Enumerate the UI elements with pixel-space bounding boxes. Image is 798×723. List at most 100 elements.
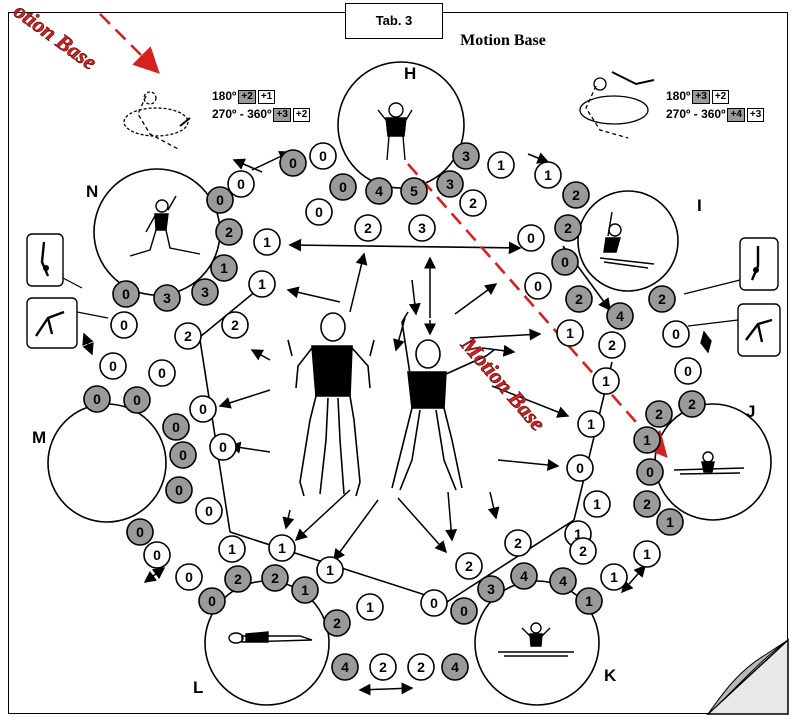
value-circle: 4: [510, 562, 538, 590]
value-circle-label: 4: [451, 659, 459, 675]
letter-n: N: [86, 182, 99, 201]
letter-k: K: [604, 666, 617, 685]
value-circle-shape: [436, 170, 464, 198]
value-circle-shape: [210, 254, 238, 282]
value-circle-label: 5: [410, 183, 418, 199]
value-circle-shape: [224, 565, 252, 593]
value-circle-shape: [450, 597, 478, 625]
value-circle-label: 1: [326, 562, 334, 578]
value-circle-shape: [575, 587, 603, 615]
value-circle-label: 1: [220, 260, 228, 276]
value-circle-label: 2: [514, 535, 522, 551]
value-circle-label: 1: [366, 599, 374, 615]
value-circle: 2: [598, 331, 626, 359]
value-circle: 0: [143, 541, 171, 569]
value-circle-label: 2: [225, 224, 233, 240]
value-circle-label: 0: [646, 464, 654, 480]
value-circle: 0: [674, 357, 702, 385]
value-circle-shape: [329, 173, 357, 201]
value-circle: 4: [549, 567, 577, 595]
value-circle: 0: [566, 454, 594, 482]
value-circle-label: 0: [430, 595, 438, 611]
connector-lines: [199, 238, 613, 603]
value-circle-label: 0: [172, 419, 180, 435]
value-circle-label: 4: [559, 573, 567, 589]
value-circle: 0: [162, 413, 190, 441]
value-circle-label: 0: [319, 148, 327, 164]
value-circle: 3: [408, 214, 436, 242]
value-circle: 2: [455, 552, 483, 580]
rotation-right-270-value-2: +3: [746, 107, 765, 122]
value-circle: 2: [407, 653, 435, 681]
value-circle-shape: [316, 556, 344, 584]
value-circle-label: 0: [179, 447, 187, 463]
value-circle: 0: [99, 352, 127, 380]
value-circle-shape: [112, 280, 140, 308]
value-circle-shape: [569, 537, 597, 565]
value-circle-shape: [565, 285, 593, 313]
value-circle: 2: [633, 490, 661, 518]
value-circle: 0: [209, 433, 237, 461]
value-circle-shape: [175, 563, 203, 591]
value-circle-label: 2: [271, 570, 279, 586]
value-circle-label: 0: [460, 603, 468, 619]
value-circle-label: 1: [566, 325, 574, 341]
value-circle-label: 2: [658, 291, 666, 307]
value-circle-label: 0: [216, 192, 224, 208]
value-circle-label: 0: [339, 179, 347, 195]
value-circle-shape: [189, 395, 217, 423]
value-circle-shape: [148, 359, 176, 387]
value-circle: 0: [110, 311, 138, 339]
value-circle: 0: [83, 385, 111, 413]
value-circle-label: 0: [289, 155, 297, 171]
value-circle-shape: [356, 593, 384, 621]
value-circle: 2: [554, 214, 582, 242]
value-circle-shape: [369, 653, 397, 681]
value-circle-shape: [556, 319, 584, 347]
value-circle-shape: [648, 285, 676, 313]
rotation-left-270-label: 270º - 360º: [212, 107, 272, 121]
central-figure-left: [287, 312, 375, 497]
value-circle-label: 0: [315, 204, 323, 220]
value-circle-label: 0: [672, 326, 680, 342]
value-circle-shape: [221, 311, 249, 339]
value-circle-shape: [633, 540, 661, 568]
value-circle: 0: [198, 587, 226, 615]
value-circle-label: 0: [136, 524, 144, 540]
value-circle: 1: [656, 508, 684, 536]
value-circle-shape: [323, 609, 351, 637]
value-circle: 3: [153, 284, 181, 312]
value-circle: 0: [189, 395, 217, 423]
value-circle-shape: [206, 186, 234, 214]
value-circle-label: 2: [364, 220, 372, 236]
value-circle: 1: [534, 161, 562, 189]
value-circle: 4: [606, 302, 634, 330]
value-circle-shape: [551, 248, 579, 276]
value-circle-shape: [534, 161, 562, 189]
value-circle-label: 1: [666, 514, 674, 530]
value-circle: 0: [279, 149, 307, 177]
position-circle-l: [204, 580, 330, 706]
value-circle: 0: [148, 359, 176, 387]
value-circle-label: 0: [576, 460, 584, 476]
value-circle-label: 0: [109, 358, 117, 374]
value-circle-label: 0: [208, 593, 216, 609]
value-circle: 3: [436, 170, 464, 198]
value-circle-label: 1: [602, 373, 610, 389]
value-circle-shape: [261, 564, 289, 592]
value-circle: 1: [218, 535, 246, 563]
rotation-left-270-value-2: +2: [292, 107, 311, 122]
position-circle-h: [337, 61, 465, 189]
value-circle: 2: [504, 529, 532, 557]
value-circle-label: 2: [572, 187, 580, 203]
value-circle-shape: [365, 177, 393, 205]
value-circle: 2: [323, 609, 351, 637]
rotation-right-180: 180º+3+2: [666, 89, 730, 104]
value-circle-shape: [169, 441, 197, 469]
value-circle-shape: [592, 367, 620, 395]
letter-j: J: [746, 402, 756, 421]
value-circle-shape: [99, 352, 127, 380]
position-circle-i: [577, 190, 679, 292]
value-circle-shape: [524, 272, 552, 300]
value-circle: 0: [169, 441, 197, 469]
